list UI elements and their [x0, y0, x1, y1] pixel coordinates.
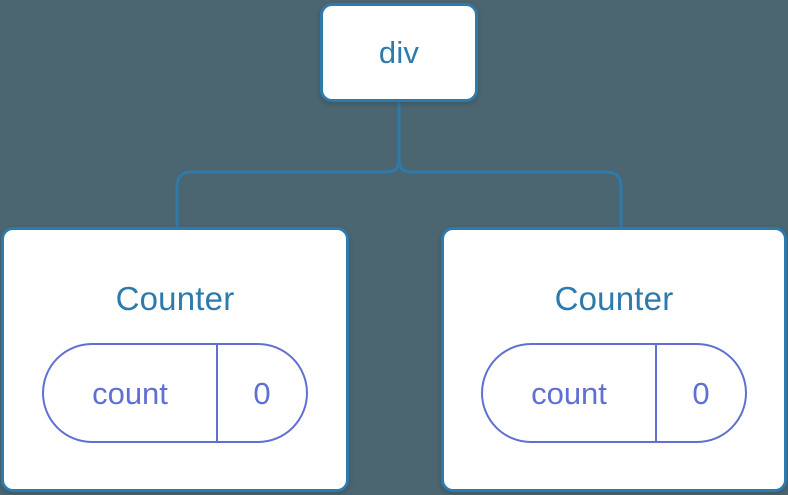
- node-counter-0-title: Counter: [115, 280, 235, 317]
- connector-branch-left: [175, 157, 401, 229]
- node-counter-0[interactable]: Counter count 0: [1, 227, 349, 492]
- state-value-1: 0: [655, 345, 745, 441]
- node-counter-1[interactable]: Counter count 0: [441, 227, 787, 492]
- node-div-label: div: [378, 35, 420, 70]
- state-capsule-0[interactable]: count 0: [42, 343, 308, 443]
- state-key-0: count: [92, 375, 168, 411]
- state-key-1: count: [531, 375, 607, 411]
- state-capsule-1[interactable]: count 0: [481, 343, 747, 443]
- connector-branch-right: [397, 157, 623, 229]
- state-value-0: 0: [216, 345, 306, 441]
- node-div[interactable]: div: [320, 3, 478, 102]
- node-counter-1-title: Counter: [554, 280, 674, 317]
